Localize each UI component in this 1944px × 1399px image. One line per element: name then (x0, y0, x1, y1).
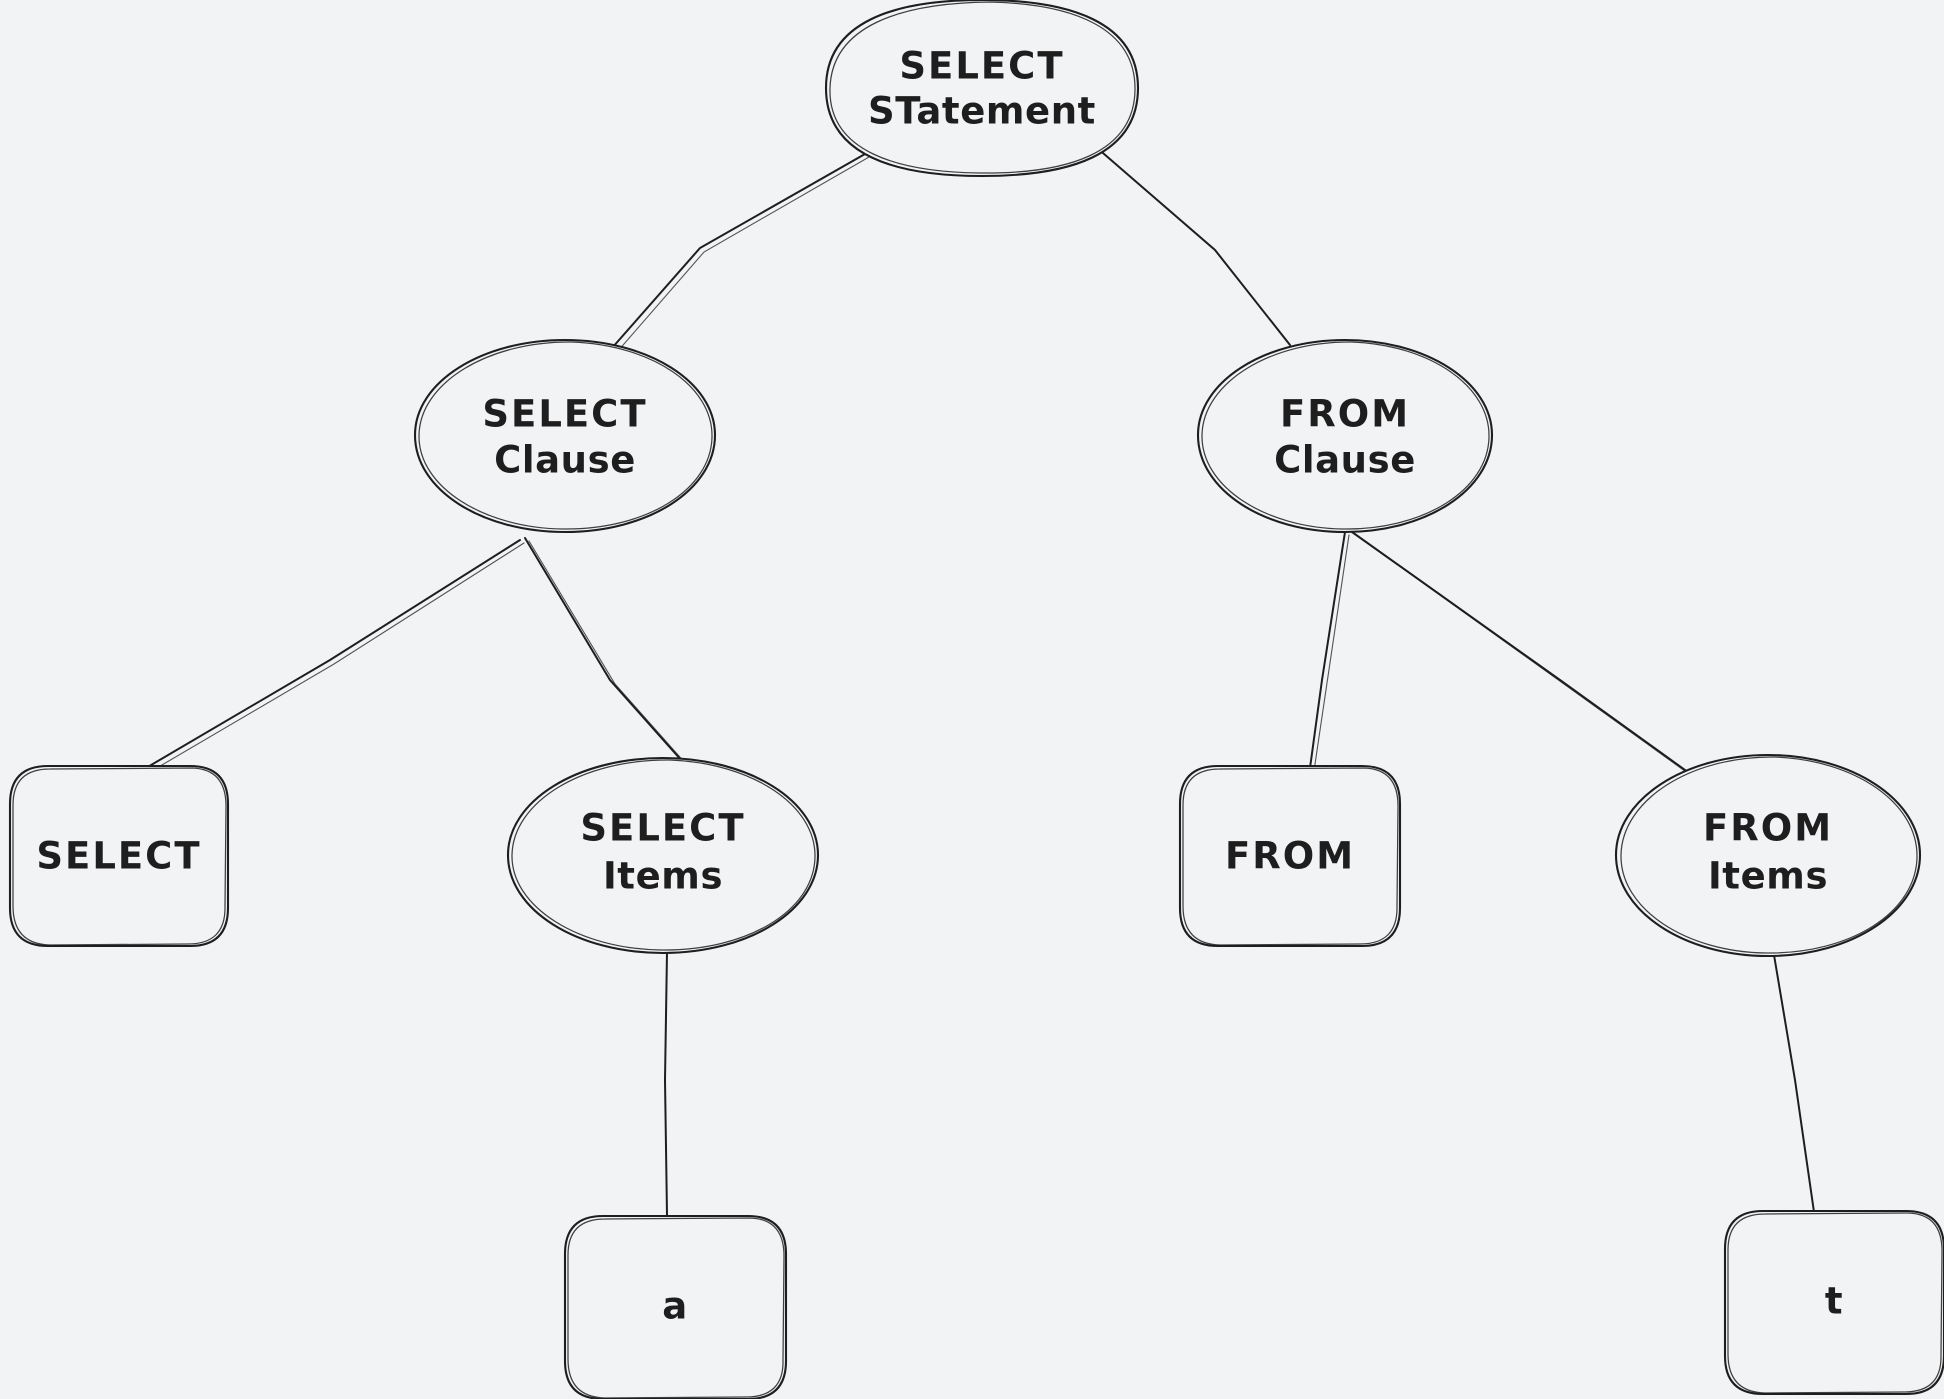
node-table-t[interactable]: t (1723, 1209, 1944, 1396)
select-terminal-rect-sketch (12, 767, 227, 946)
node-select-terminal[interactable]: SELECT (8, 764, 230, 948)
edge-from-items-to-table-t (1773, 954, 1815, 1213)
select-clause-label-line1: SELECT (482, 393, 647, 436)
from-items-label-line1: FROM (1703, 807, 1833, 850)
edge-select-items-to-column-a (663, 951, 668, 1216)
node-select-items[interactable]: SELECT Items (506, 756, 820, 955)
from-terminal-rect[interactable] (1178, 764, 1402, 948)
nodes-layer: SELECT STatement SELECT Clause FROM Clau… (8, 0, 1944, 1399)
node-select-clause[interactable]: SELECT Clause (413, 338, 717, 534)
table-t-rect[interactable] (1723, 1209, 1944, 1396)
node-from-clause[interactable]: FROM Clause (1196, 338, 1494, 534)
edge-select-clause-to-select-items (524, 537, 696, 775)
select-statement-ellipse[interactable] (824, 0, 1140, 178)
edges-layer (145, 146, 1815, 1216)
select-items-label-line2: Items (603, 855, 723, 898)
select-clause-ellipse-sketch (418, 341, 713, 530)
table-t-rect-sketch (1727, 1212, 1943, 1394)
node-from-items[interactable]: FROM Items (1614, 753, 1922, 958)
from-clause-label-line2: Clause (1274, 439, 1416, 482)
node-column-a[interactable]: a (563, 1214, 788, 1399)
column-a-rect[interactable] (563, 1214, 788, 1399)
edge-select-clause-to-select-terminal (145, 539, 525, 773)
edge-from-clause-to-from-terminal (1309, 531, 1350, 772)
table-t-label: t (1825, 1280, 1843, 1323)
select-clause-ellipse[interactable] (413, 338, 717, 534)
node-select-statement[interactable]: SELECT STatement (824, 0, 1140, 178)
edge-select-statement-to-select-clause (611, 149, 877, 353)
from-terminal-label: FROM (1225, 835, 1355, 878)
from-items-label-line2: Items (1708, 855, 1828, 898)
from-clause-ellipse[interactable] (1196, 338, 1494, 534)
from-items-ellipse-sketch (1620, 756, 1918, 954)
from-terminal-rect-sketch (1182, 767, 1399, 946)
edge-select-statement-to-from-clause (1095, 146, 1291, 346)
select-terminal-rect[interactable] (8, 764, 230, 948)
from-clause-label-line1: FROM (1280, 393, 1410, 436)
select-clause-label-line2: Clause (494, 439, 636, 482)
column-a-rect-sketch (567, 1217, 785, 1399)
select-statement-label-line2: STatement (868, 90, 1096, 133)
column-a-label: a (662, 1285, 688, 1328)
edge-from-clause-to-from-items (1351, 531, 1715, 793)
select-terminal-label: SELECT (36, 835, 201, 878)
select-items-ellipse-sketch (511, 759, 816, 951)
from-clause-ellipse-sketch (1201, 341, 1490, 530)
select-statement-label-line1: SELECT (899, 45, 1064, 88)
node-from-terminal[interactable]: FROM (1178, 764, 1402, 948)
select-items-label-line1: SELECT (580, 807, 745, 850)
select-items-ellipse[interactable] (506, 756, 820, 955)
from-items-ellipse[interactable] (1614, 753, 1922, 958)
select-statement-ellipse-sketch (829, 1, 1136, 174)
